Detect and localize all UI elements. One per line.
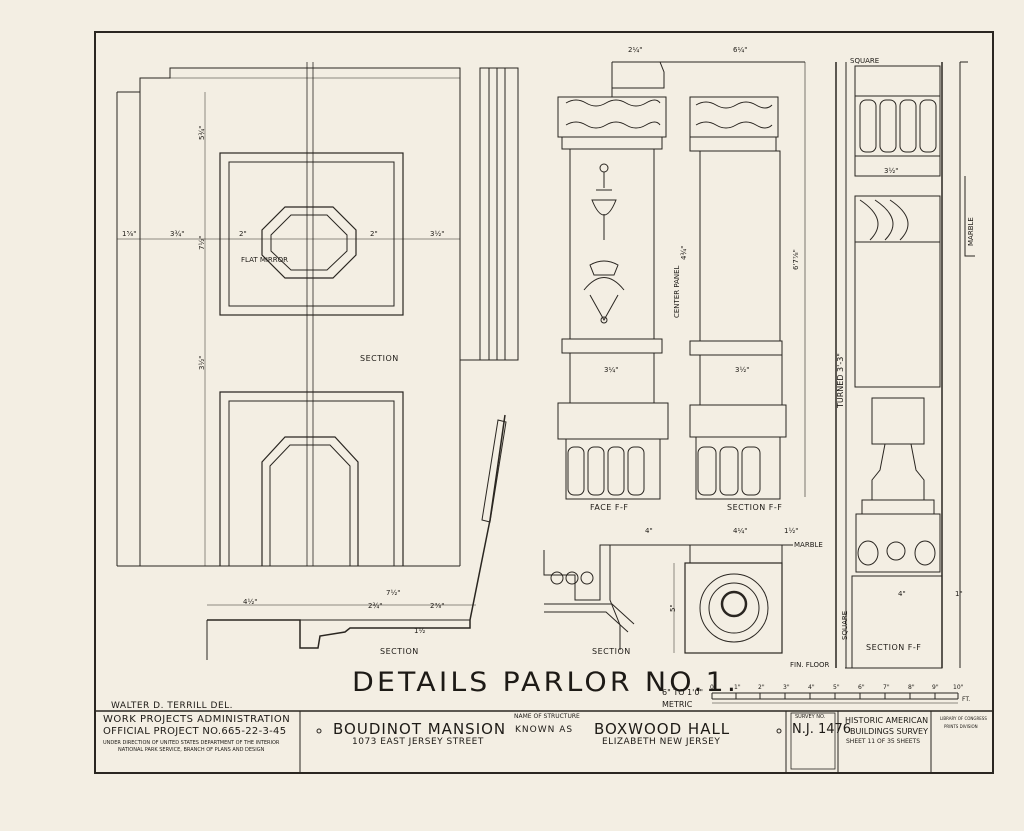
label-section-bottom-mid: SECTION (592, 647, 631, 656)
dim-cornice-b: 4¼" (733, 527, 748, 535)
dim-panel-right: 3½" (430, 230, 445, 238)
dim-panel-height: 7½" (198, 235, 206, 250)
alt-name: BOXWOOD HALL (594, 720, 731, 738)
scale-metric-label: METRIC (662, 700, 693, 709)
scale-tick-2: 2" (758, 684, 765, 691)
agency-line-4: NATIONAL PARK SERVICE, BRANCH OF PLANS A… (118, 747, 265, 753)
delineator-credit: WALTER D. TERRILL DEL. (111, 701, 234, 711)
cornice-section (543, 544, 793, 654)
scale-tick-1: 1" (734, 684, 741, 691)
scale-tick-5: 5" (833, 684, 840, 691)
dim-block-height: 5" (669, 604, 677, 612)
library-1: LIBRARY OF CONGRESS (940, 716, 987, 721)
agency-line-2: OFFICIAL PROJECT NO.665-22-3-45 (103, 726, 287, 737)
library-2: PRINTS DIVISION (944, 724, 978, 729)
dim-shaft-height: 6'7⅞" (792, 249, 800, 270)
dim-base-mid: 2¾" (368, 602, 383, 610)
agency-line-3: UNDER DIRECTION OF UNITED STATES DEPARTM… (103, 740, 280, 746)
scale-unit: FT. (962, 696, 971, 703)
scale-tick-3: 3" (783, 684, 790, 691)
label-flat-mirror: FLAT MIRROR (241, 256, 289, 264)
label-marble-right: MARBLE (967, 217, 975, 246)
scale-tick-4: 4" (808, 684, 815, 691)
dim-center-panel: 4¾" (680, 245, 688, 260)
name-caption: NAME OF STRUCTURE (514, 713, 580, 720)
scale-tick-10: 10" (953, 684, 964, 691)
structure-name: BOUDINOT MANSION (333, 720, 507, 738)
label-square-top: SQUARE (850, 57, 880, 65)
sheet-border (94, 31, 994, 774)
dim-base-right: 2⅜" (430, 602, 445, 610)
label-marble-bottom: MARBLE (794, 541, 823, 549)
dim-shaft-face: 3¼" (604, 366, 619, 374)
label-turned: TURNED 3'-3" (836, 353, 845, 408)
dim-cap-left: 2¼" (628, 46, 643, 54)
scale-tick-0: 0 (710, 684, 714, 691)
dim-base-left: 4½" (243, 598, 258, 606)
dim-shaft-section: 3½" (735, 366, 750, 374)
scale-tick-6: 6" (858, 684, 865, 691)
dim-cornice-c: 1½" (784, 527, 799, 535)
dim-mirror-left: 2" (239, 230, 247, 238)
sheet-number: SHEET 11 OF 35 SHEETS (846, 738, 921, 745)
agency-line-1: WORK PROJECTS ADMINISTRATION (103, 714, 291, 725)
dim-mirror-right: 2" (370, 230, 378, 238)
scale-tick-9: 9" (932, 684, 939, 691)
dim-cap-right: 6¼" (733, 46, 748, 54)
column-section-ff-mid (611, 61, 806, 500)
scale-tick-8: 8" (908, 684, 915, 691)
label-face-ff: FACE F-F (590, 503, 629, 512)
sheet-title: DETAILS PARLOR NO.1. (352, 667, 740, 698)
scale-imperial-label: 6" TO 1'0" (662, 688, 704, 697)
dim-pedestal-top: 3½" (884, 167, 899, 175)
label-fin-floor: FIN. FLOOR (790, 661, 830, 669)
baseboard-section (206, 414, 507, 660)
label-center-panel: CENTER PANEL (673, 265, 681, 318)
survey-number: N.J. 1476 (792, 722, 852, 737)
survey-name-2: BUILDINGS SURVEY (850, 727, 928, 736)
dim-left: 1⅝" (122, 230, 137, 238)
survey-name-1: HISTORIC AMERICAN (845, 716, 929, 725)
dim-pedestal-base: 4" (898, 590, 906, 598)
dim-base-total: 7½" (386, 589, 401, 597)
graphic-scale (711, 692, 959, 704)
survey-caption: SURVEY NO. (795, 714, 826, 720)
dim-pedestal-edge: 1" (955, 590, 963, 598)
dim-top-rail: 5¾" (198, 125, 206, 140)
label-section-upper: SECTION (360, 354, 399, 363)
label-section-ff-mid: SECTION F-F (727, 503, 783, 512)
label-section-bottom-left: SECTION (380, 647, 419, 656)
label-square-side: SQUARE (841, 610, 849, 640)
column-section-ff-right (835, 61, 975, 669)
dim-cornice-a: 4" (645, 527, 653, 535)
scale-tick-7: 7" (883, 684, 890, 691)
known-as: KNOWN AS (515, 725, 574, 735)
dim-mid-rail: 3½" (198, 355, 206, 370)
dim-base-small: 1½ (414, 627, 426, 635)
address: 1073 EAST JERSEY STREET (352, 737, 484, 747)
dim-panel-left: 3¾" (170, 230, 185, 238)
column-face-ff (557, 96, 669, 500)
city: ELIZABETH NEW JERSEY (602, 737, 721, 747)
panel-elevation (116, 62, 519, 567)
label-section-ff-right: SECTION F-F (866, 643, 922, 652)
